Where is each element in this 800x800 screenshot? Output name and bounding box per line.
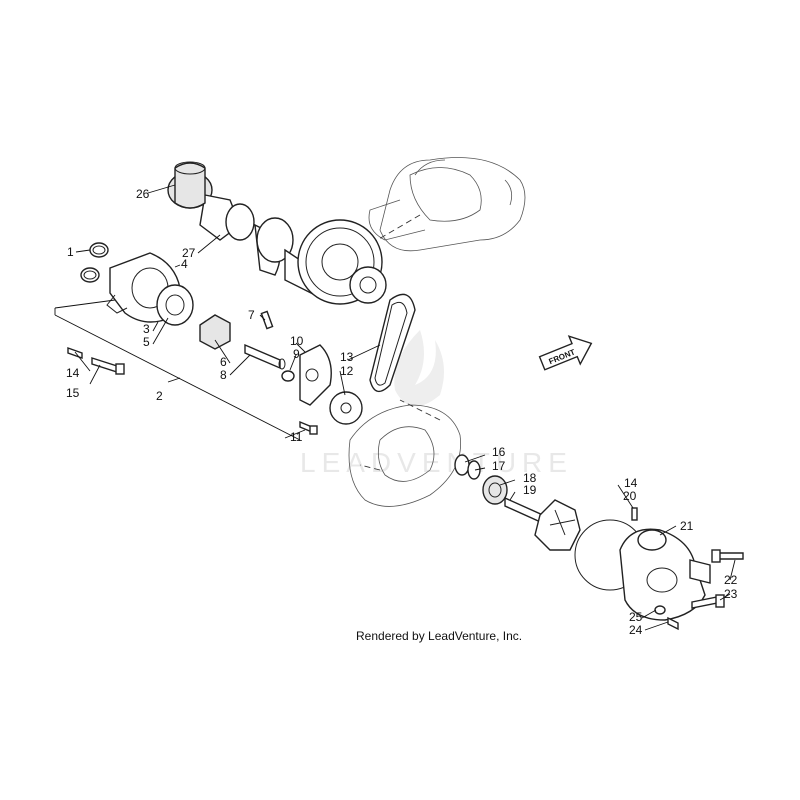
callout-3: 3 bbox=[143, 322, 150, 336]
watermark: LEADVENTURE bbox=[300, 330, 573, 478]
watermark-text: LEADVENTURE bbox=[300, 447, 573, 478]
pump-shaft bbox=[244, 343, 286, 370]
engine-case-top bbox=[359, 157, 526, 252]
callout-6: 6 bbox=[220, 355, 227, 369]
callout-10: 10 bbox=[290, 334, 304, 348]
drive-sprocket bbox=[329, 391, 363, 425]
dowel-pin-right bbox=[631, 507, 638, 521]
callout-9: 9 bbox=[293, 347, 300, 361]
callout-7: 7 bbox=[248, 308, 255, 322]
inner-rotor bbox=[199, 314, 231, 350]
front-direction-arrow: FRONT bbox=[538, 335, 593, 371]
washer bbox=[281, 370, 295, 382]
credit-text: Rendered by LeadVenture, Inc. bbox=[356, 629, 522, 643]
callout-1: 1 bbox=[67, 245, 74, 259]
water-pump-housing bbox=[619, 528, 711, 621]
callout-26: 26 bbox=[136, 187, 150, 201]
callout-13: 13 bbox=[340, 350, 354, 364]
callout-16: 16 bbox=[492, 445, 506, 459]
callout-2: 2 bbox=[156, 389, 163, 403]
callout-22: 22 bbox=[724, 573, 738, 587]
callout-14-right: 14 bbox=[624, 476, 638, 490]
callout-4: 4 bbox=[181, 257, 188, 271]
callout-19: 19 bbox=[523, 483, 537, 497]
group-bracket bbox=[54, 299, 301, 441]
pump-rotor bbox=[156, 284, 194, 326]
callout-23: 23 bbox=[724, 587, 738, 601]
crank-bearing bbox=[174, 161, 206, 209]
cover-bolt bbox=[299, 420, 318, 435]
callout-25: 25 bbox=[629, 610, 643, 624]
callout-14: 14 bbox=[66, 366, 80, 380]
o-rings bbox=[80, 242, 109, 283]
seal-washers bbox=[454, 454, 508, 505]
housing-bolts bbox=[691, 549, 744, 609]
callout-18: 18 bbox=[523, 471, 537, 485]
callout-20: 20 bbox=[623, 489, 637, 503]
callout-24: 24 bbox=[629, 623, 643, 637]
leader-lines bbox=[74, 184, 736, 631]
impeller-shaft bbox=[504, 496, 581, 551]
callout-15: 15 bbox=[66, 386, 80, 400]
callout-21: 21 bbox=[680, 519, 694, 533]
drive-chain bbox=[369, 293, 416, 393]
callout-8: 8 bbox=[220, 368, 227, 382]
callout-17: 17 bbox=[492, 459, 506, 473]
callout-12: 12 bbox=[340, 364, 354, 378]
pump-cover bbox=[299, 344, 332, 406]
dowel-pin-left bbox=[67, 347, 83, 359]
callout-27: 27 bbox=[182, 246, 196, 260]
drive-pin bbox=[260, 310, 274, 330]
callout-5: 5 bbox=[143, 335, 150, 349]
bolt-left bbox=[91, 357, 125, 375]
callout-11: 11 bbox=[290, 430, 303, 444]
